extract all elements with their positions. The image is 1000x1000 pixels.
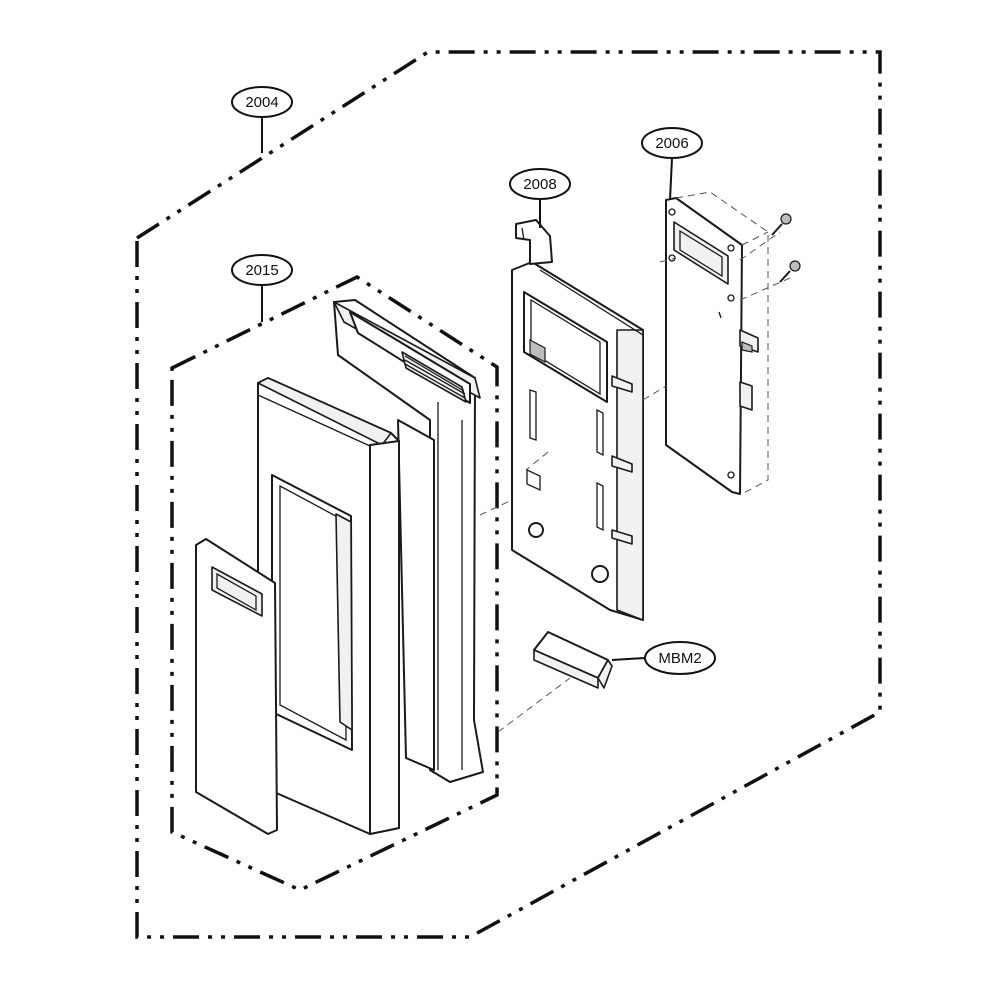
callout-2006: 2006 xyxy=(641,127,703,201)
callout-label: 2006 xyxy=(655,135,688,152)
callout-mbm2: MBM2 xyxy=(611,641,716,675)
door-glass-panel xyxy=(195,538,278,835)
callout-label: 2004 xyxy=(245,94,278,111)
pcb-board xyxy=(665,191,769,495)
screw-upper xyxy=(771,213,792,236)
callout-2015: 2015 xyxy=(231,254,293,322)
callout-label: 2015 xyxy=(245,262,278,279)
callout-label: MBM2 xyxy=(658,650,701,667)
screw-lower xyxy=(779,260,801,283)
vent-grille xyxy=(401,351,467,403)
callout-2004: 2004 xyxy=(231,86,293,153)
callout-label: 2008 xyxy=(523,176,556,193)
door-front-frame xyxy=(257,377,400,835)
membrane-tab xyxy=(533,631,613,689)
control-panel-frame xyxy=(511,219,644,621)
assembly-boundary-2004 xyxy=(135,50,882,939)
door-housing xyxy=(333,299,484,783)
assembly-boundary-2015 xyxy=(170,274,499,892)
callout-2008: 2008 xyxy=(509,168,571,228)
